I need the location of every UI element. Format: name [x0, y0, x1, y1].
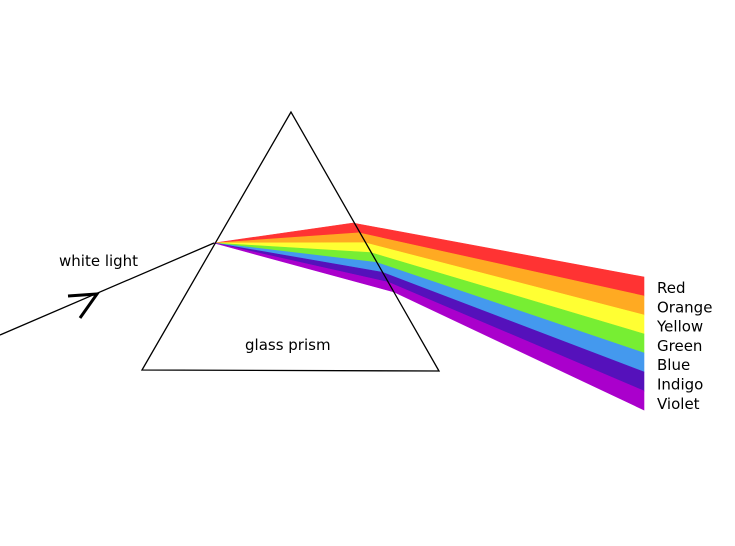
spectrum-label-red: Red	[657, 279, 686, 297]
spectrum-label-violet: Violet	[657, 395, 700, 413]
spectrum-label-blue: Blue	[657, 356, 690, 374]
glass-prism	[140, 110, 441, 372]
spectrum-label-yellow: Yellow	[656, 318, 703, 336]
ray-direction-arrow	[67, 292, 101, 319]
spectrum-label-green: Green	[657, 337, 702, 355]
spectrum-label-orange: Orange	[657, 298, 712, 316]
spectrum-label-indigo: Indigo	[657, 376, 703, 394]
spectrum-band-violet	[213, 242, 645, 411]
spectrum-bands	[213, 222, 645, 411]
white-light-label: white light	[59, 252, 138, 270]
white-light-ray	[0, 242, 215, 336]
glass-prism-label: glass prism	[245, 336, 331, 354]
